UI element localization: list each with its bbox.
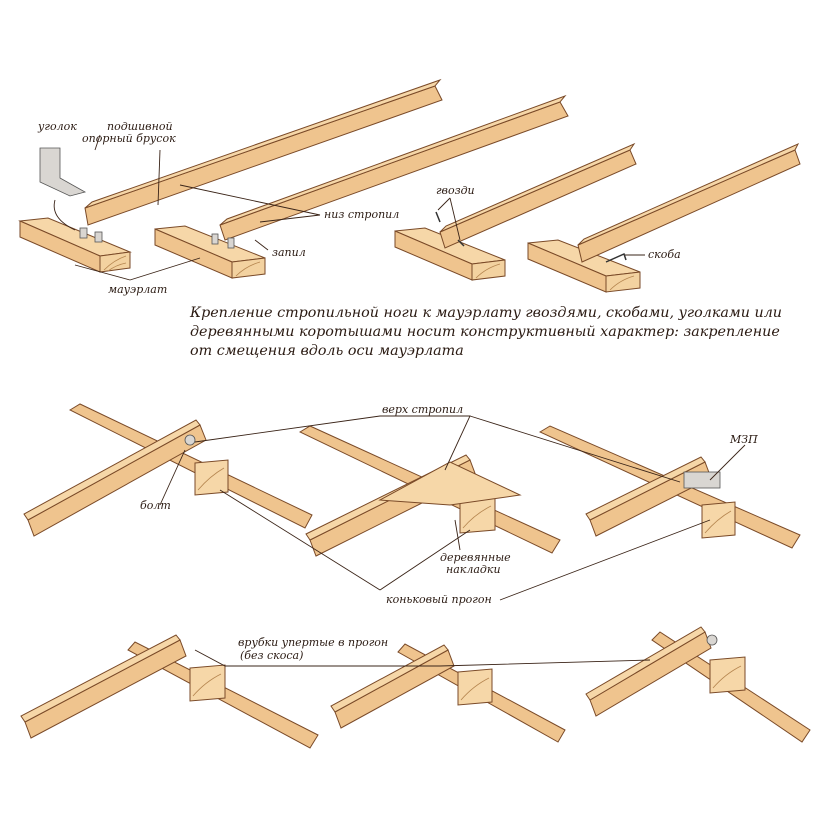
label-mauerlat: мауэрлат: [108, 283, 168, 296]
label-mzp: МЗП: [730, 433, 758, 446]
label-wood-plates-line1: деревянные: [440, 551, 511, 564]
label-rafter-top: верх стропил: [382, 403, 464, 416]
label-support-bar-line2: опорный брусок: [82, 132, 176, 145]
notch-assembly-2: [330, 643, 566, 743]
ridge-mzp: [538, 425, 801, 549]
notch-assembly-1: [20, 634, 319, 749]
assembly-staple: [527, 142, 801, 293]
assembly-corner-bracket: [18, 78, 443, 273]
label-ridge-purlin: коньковый прогон: [386, 593, 492, 606]
ridge-bolt: [23, 403, 313, 537]
caption-line-3: от смещения вдоль оси мауэрлата: [190, 343, 464, 359]
notch-assembly-3: [585, 626, 811, 743]
caption-line-1: Крепление стропильной ноги к мауэрлату г…: [190, 305, 783, 321]
ridge-wood-plates: [298, 425, 561, 557]
label-notch: запил: [272, 246, 306, 259]
caption: Крепление стропильной ноги к мауэрлату г…: [190, 304, 810, 361]
label-corner: уголок: [38, 120, 77, 133]
assembly-nails: [394, 142, 637, 281]
label-bolt: болт: [140, 499, 171, 512]
label-notches-line1: врубки упертые в прогон: [238, 636, 389, 649]
label-support-bar-line1: подшивной: [107, 120, 173, 133]
label-rafter-bottom: низ стропил: [324, 208, 400, 221]
label-wood-plates-line2: накладки: [446, 563, 501, 576]
assembly-notch: [154, 94, 569, 279]
label-staple: скоба: [648, 248, 681, 261]
caption-line-2: деревянными коротышами носит конструктив…: [190, 324, 780, 340]
label-nails: гвозди: [436, 184, 475, 197]
label-notches-line2: (без скоса): [240, 649, 304, 662]
